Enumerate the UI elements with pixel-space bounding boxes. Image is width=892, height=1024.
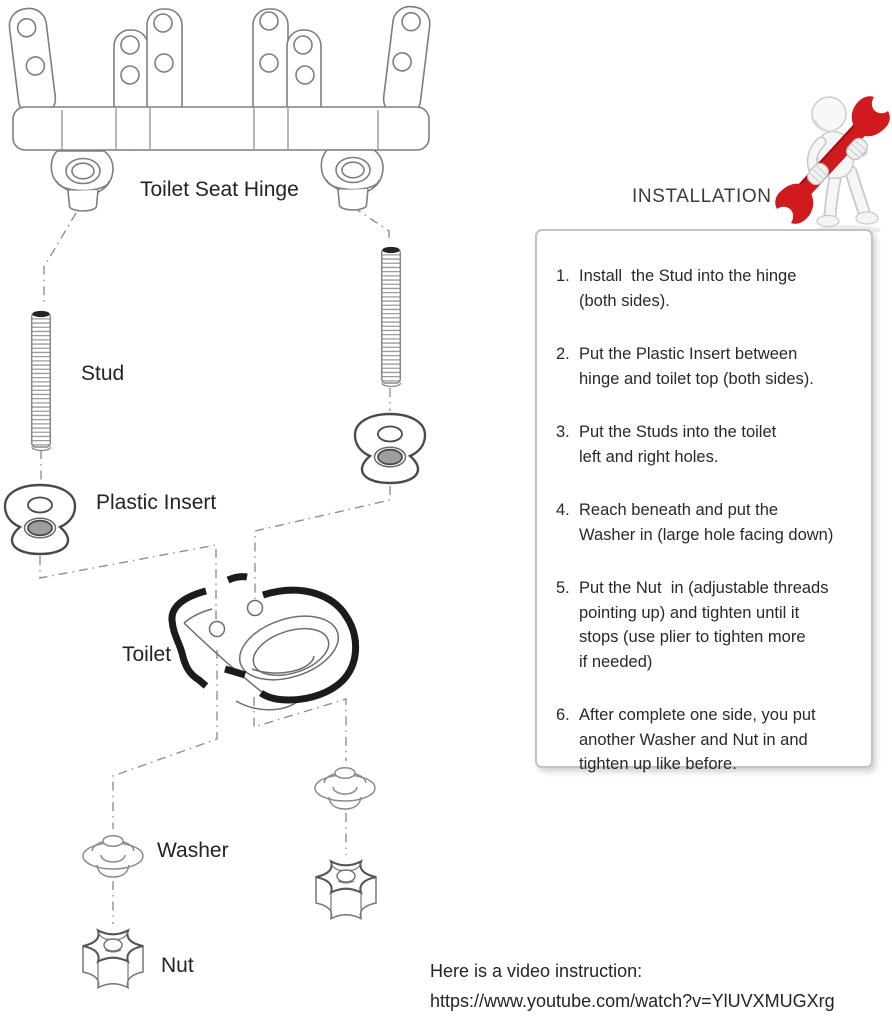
step-number: 1. <box>556 267 570 285</box>
video-instruction-note: Here is a video instruction: https://www… <box>430 956 835 1016</box>
installation-step-6: 6. After complete one side, you put anot… <box>556 703 867 777</box>
stud-left-drawing <box>32 311 51 451</box>
step-number: 4. <box>556 501 570 519</box>
installation-steps-box: 1. Install the Stud into the hinge (both… <box>535 229 873 773</box>
toilet-label: Toilet <box>122 643 171 666</box>
washer-left-drawing <box>82 835 144 878</box>
nut-right-drawing <box>314 860 378 920</box>
plastic-insert-label: Plastic Insert <box>96 491 216 514</box>
hinge-post-right <box>320 149 384 211</box>
step-text: Install the Stud into the hinge (both si… <box>579 267 797 310</box>
step-number: 3. <box>556 423 570 441</box>
mascot-hands <box>806 137 869 186</box>
installation-step-2: 2. Put the Plastic Insert between hinge … <box>556 342 867 391</box>
installation-step-3: 3. Put the Studs into the toilet left an… <box>556 420 867 469</box>
installer-mascot-graphic <box>775 96 890 235</box>
washer-label: Washer <box>157 839 229 862</box>
stud-right-drawing <box>382 247 401 387</box>
installation-step-4: 4. Reach beneath and put the Washer in (… <box>556 498 867 547</box>
plastic-insert-right-drawing <box>353 412 427 485</box>
step-number: 2. <box>556 345 570 363</box>
video-url: https://www.youtube.com/watch?v=YlUVXMUG… <box>430 991 835 1011</box>
nut-label: Nut <box>161 954 194 977</box>
step-text: Reach beneath and put the Washer in (lar… <box>579 501 834 544</box>
hinge-post-left <box>50 150 114 212</box>
step-text: Put the Plastic Insert between hinge and… <box>579 345 814 388</box>
exploded-parts-diagram: Toilet Seat Hinge Stud Plastic Insert To… <box>3 5 431 989</box>
installation-title: INSTALLATION <box>632 186 772 207</box>
washer-right-drawing <box>314 767 376 810</box>
installation-step-5: 5. Put the Nut in (adjustable threads po… <box>556 576 867 674</box>
step-number: 5. <box>556 579 570 597</box>
step-number: 6. <box>556 706 570 724</box>
video-note-intro: Here is a video instruction: <box>430 961 643 981</box>
stud-label: Stud <box>81 362 124 385</box>
step-text: Put the Nut in (adjustable threads point… <box>579 579 829 671</box>
step-text: Put the Studs into the toilet left and r… <box>579 423 777 466</box>
step-text: After complete one side, you put another… <box>579 706 816 773</box>
assembly-guide-lines <box>39 206 391 924</box>
installation-step-1: 1. Install the Stud into the hinge (both… <box>556 264 867 313</box>
toilet-seat-hinge-drawing <box>8 5 431 212</box>
plastic-insert-left-drawing <box>3 483 77 556</box>
hinge-label: Toilet Seat Hinge <box>140 178 299 201</box>
toilet-drawing <box>168 573 360 711</box>
nut-left-drawing <box>81 929 145 989</box>
